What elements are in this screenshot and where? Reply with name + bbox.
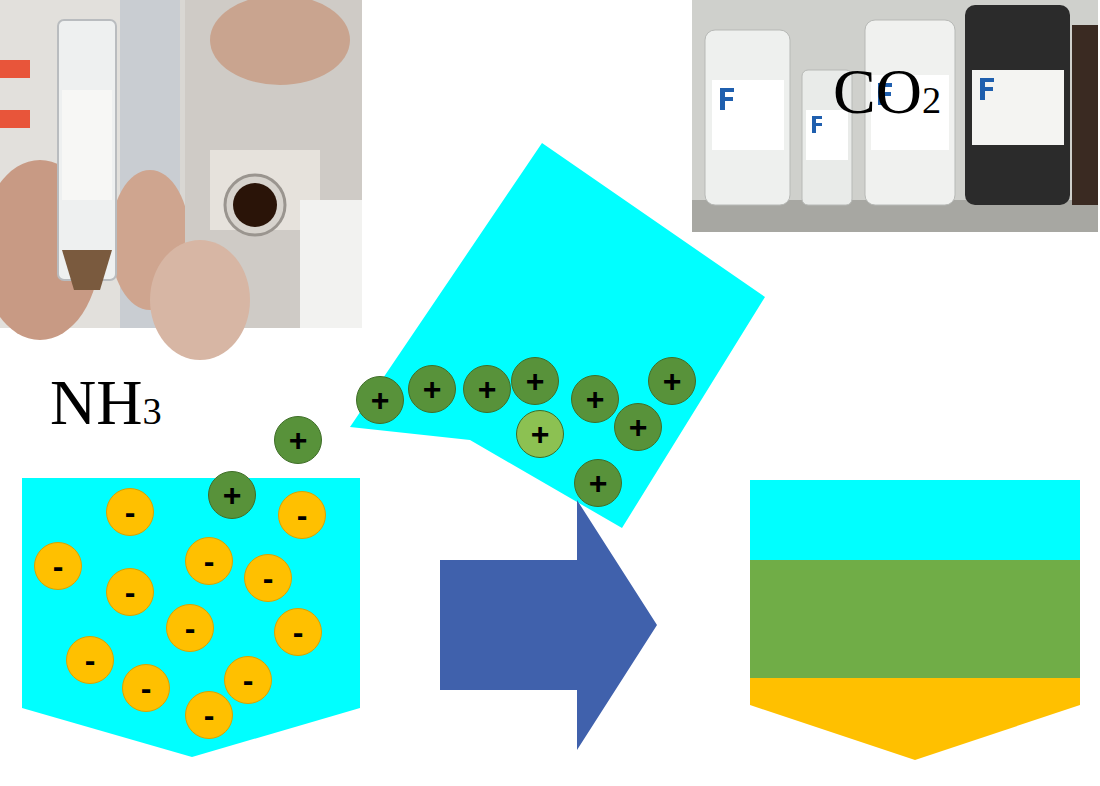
anion-circle: - <box>106 568 154 616</box>
ion-charge-sign: - <box>185 612 196 644</box>
anion-circle: - <box>66 636 114 684</box>
ion-charge-sign: + <box>423 373 442 405</box>
ion-charge-sign: - <box>263 562 274 594</box>
ion-charge-sign: - <box>125 576 136 608</box>
anion-circle: - <box>106 488 154 536</box>
anion-circle: - <box>244 554 292 602</box>
ion-charge-sign: - <box>125 496 136 528</box>
ion-charge-sign: - <box>293 616 304 648</box>
ion-charge-sign: - <box>204 545 215 577</box>
ion-charge-sign: + <box>629 411 648 443</box>
ion-charge-sign: + <box>586 383 605 415</box>
ion-charge-sign: + <box>663 365 682 397</box>
soil-solution-beaker <box>22 478 360 757</box>
ion-charge-sign: - <box>297 499 308 531</box>
chemical-formula: NH3 <box>50 371 162 435</box>
cation-circle: + <box>571 375 619 423</box>
ion-charge-sign: + <box>589 467 608 499</box>
ion-charge-sign: - <box>141 672 152 704</box>
chemical-formula: CO2 <box>833 60 941 124</box>
acid-bottles-photo <box>692 0 1098 232</box>
ion-charge-sign: + <box>371 384 390 416</box>
cation-circle: + <box>408 365 456 413</box>
ion-charge-sign: - <box>53 550 64 582</box>
ion-charge-sign: - <box>85 644 96 676</box>
cation-circle: + <box>463 365 511 413</box>
anion-circle: - <box>185 691 233 739</box>
cation-circle: + <box>274 416 322 464</box>
ion-charge-sign: - <box>204 699 215 731</box>
ion-charge-sign: + <box>289 424 308 456</box>
separated-layers-beaker <box>750 480 1080 760</box>
cation-circle: + <box>614 403 662 451</box>
anion-circle: - <box>224 656 272 704</box>
ion-charge-sign: + <box>526 365 545 397</box>
anion-circle: - <box>166 604 214 652</box>
cation-circle: + <box>574 459 622 507</box>
cation-circle: + <box>356 376 404 424</box>
ion-charge-sign: + <box>223 479 242 511</box>
cation-circle: + <box>208 471 256 519</box>
cation-circle: + <box>516 410 564 458</box>
anion-circle: - <box>274 608 322 656</box>
anion-circle: - <box>122 664 170 712</box>
sample-tube-photo <box>0 0 362 360</box>
anion-circle: - <box>34 542 82 590</box>
ion-charge-sign: + <box>531 418 550 450</box>
ion-charge-sign: - <box>243 664 254 696</box>
cation-circle: + <box>511 357 559 405</box>
anion-circle: - <box>185 537 233 585</box>
process-arrow <box>440 500 657 750</box>
ion-charge-sign: + <box>478 373 497 405</box>
anion-circle: - <box>278 491 326 539</box>
cation-circle: + <box>648 357 696 405</box>
cation-solution-container <box>350 143 765 528</box>
